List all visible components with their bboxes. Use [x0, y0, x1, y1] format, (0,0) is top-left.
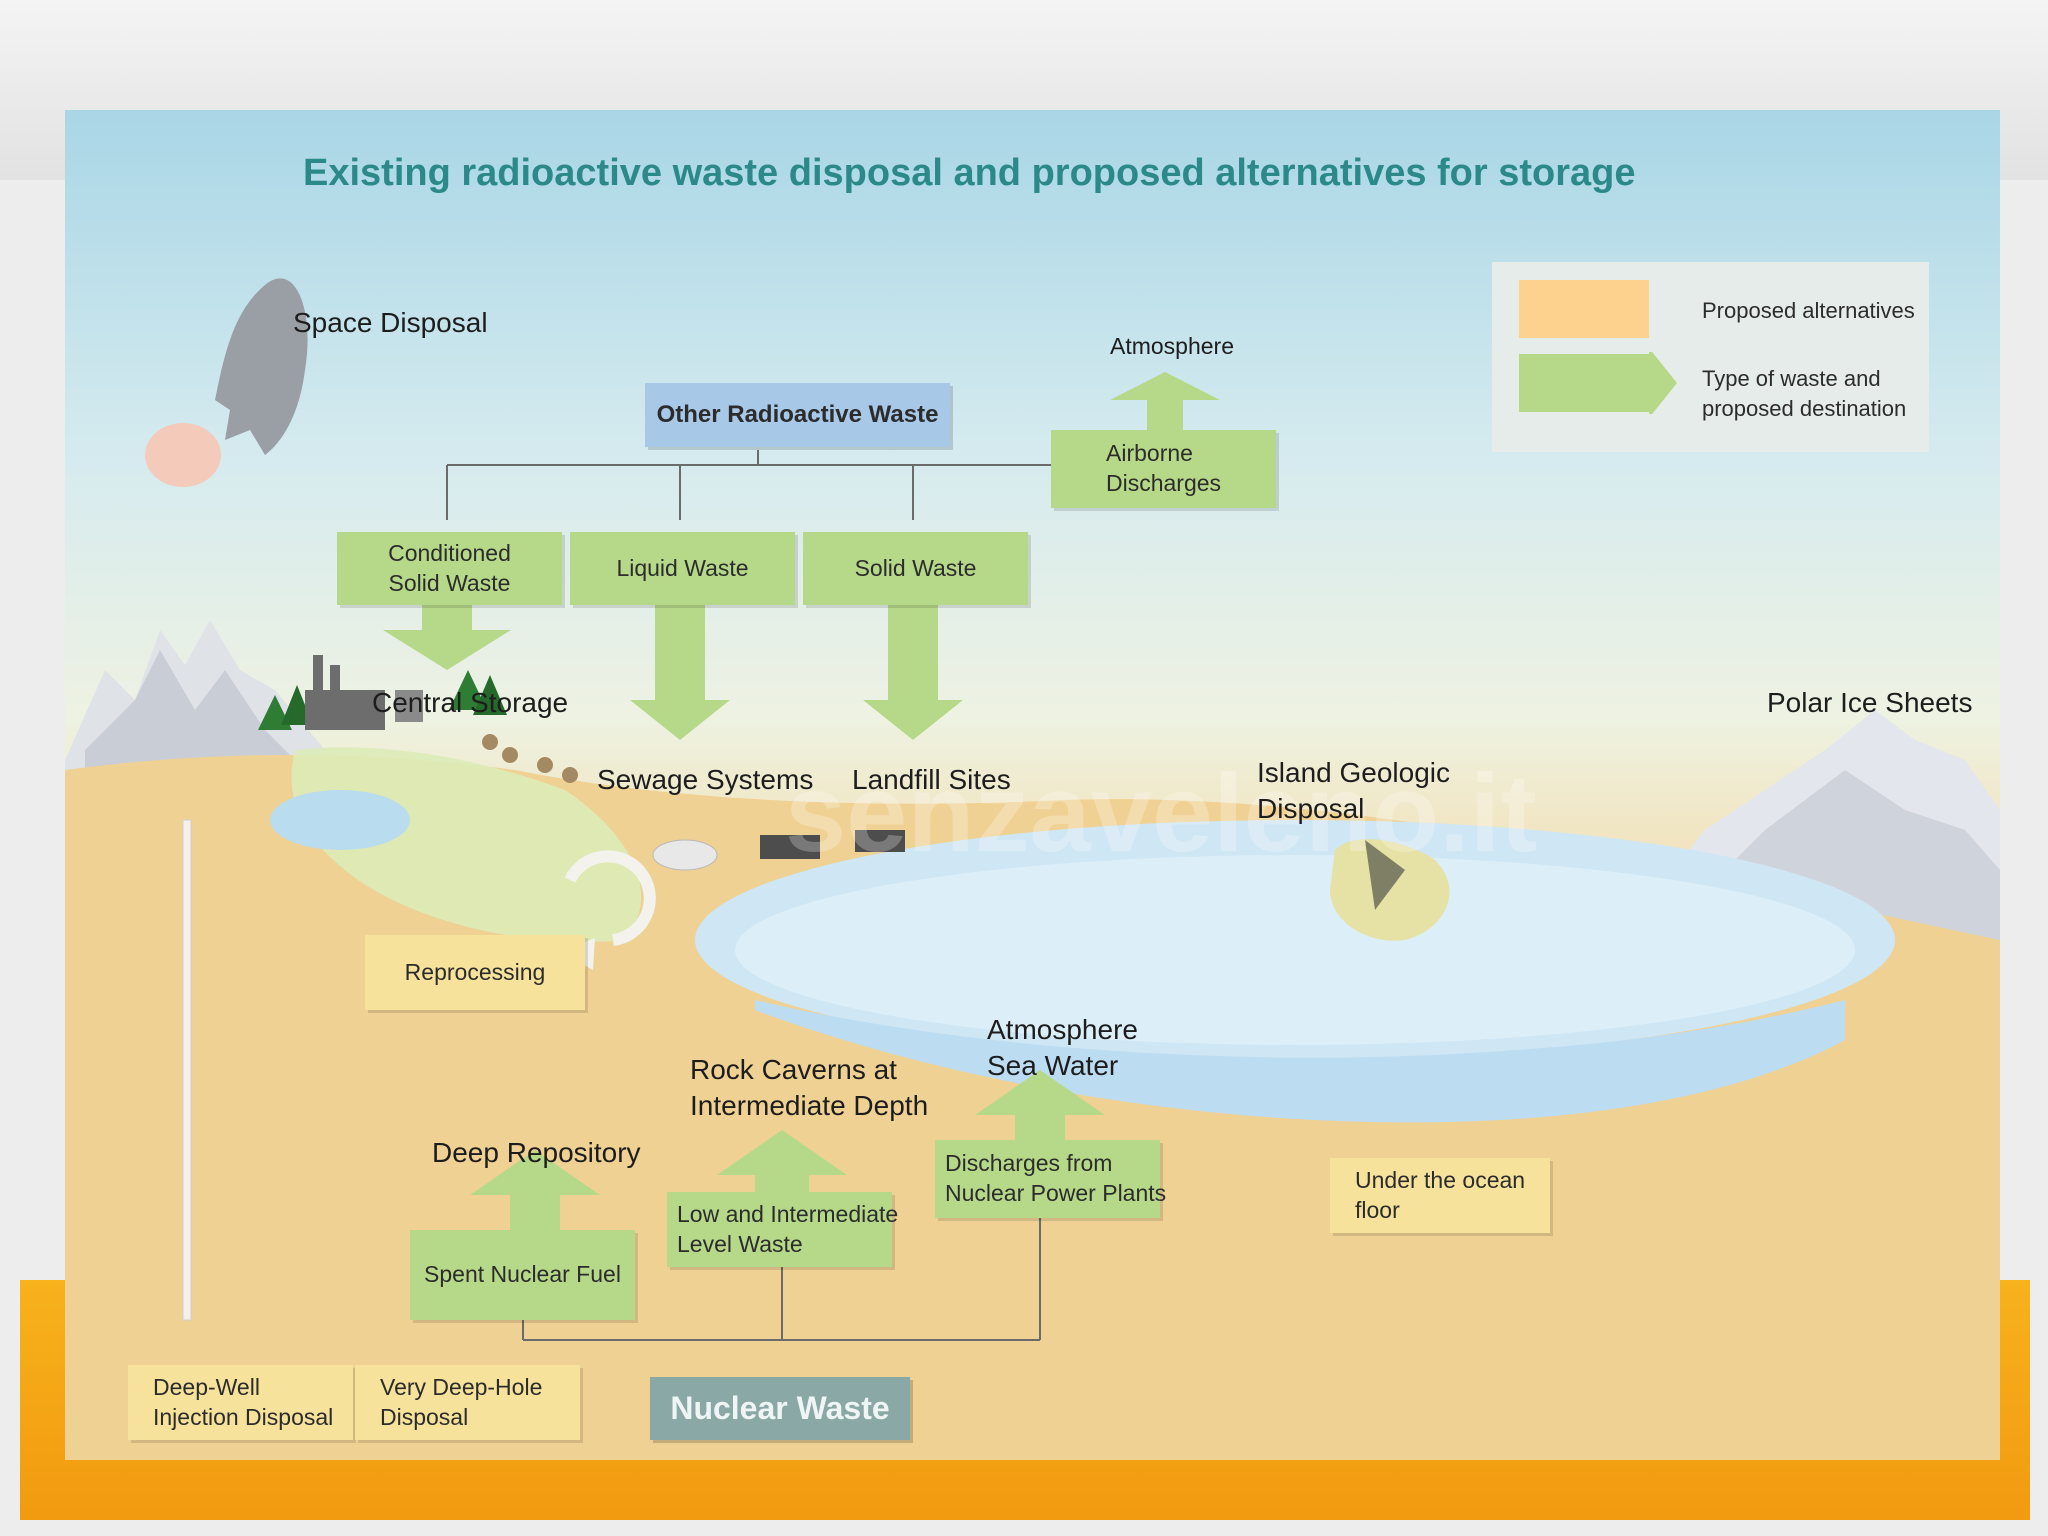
label-island-geologic-disposal: Island Geologic Disposal [1257, 755, 1450, 828]
label-polar-ice-sheets: Polar Ice Sheets [1767, 687, 1973, 718]
bottom-connectors [522, 1205, 1041, 1341]
seabed-water [755, 1000, 1845, 1123]
airborne-line1: Airborne [1106, 440, 1193, 467]
label-atmosphere-top: Atmosphere [1110, 333, 1235, 359]
airborne-line2: Discharges [1106, 470, 1222, 496]
tank-icon [652, 839, 718, 871]
label-atmosphere-sea-water: Atmosphere Sea Water [987, 1012, 1138, 1085]
atm-sea-line1: Atmosphere [987, 1014, 1138, 1045]
deep-hole-line2: Disposal [380, 1403, 469, 1430]
label-deep-repository: Deep Repository [432, 1137, 641, 1168]
island-line1: Island Geologic [1257, 757, 1451, 788]
arrow-airborne-up [1110, 372, 1220, 440]
low-line2: Level Waste [677, 1230, 803, 1257]
legend-proposed-swatch [1519, 280, 1649, 338]
rocket-icon [215, 278, 308, 455]
deep-well-line2: Injection Disposal [153, 1403, 334, 1430]
arrow-discharges-up [975, 1070, 1105, 1150]
legend: Proposed alternatives Type of waste and … [1492, 262, 1929, 452]
caverns-line1: Rock Caverns at [690, 1054, 897, 1085]
label-central-storage: Central Storage [372, 687, 569, 718]
conditioned-line1: Conditioned [388, 539, 511, 566]
box-conditioned-solid-waste: Conditioned Solid Waste [337, 532, 562, 605]
box-other-radioactive-waste: Other Radioactive Waste [645, 383, 950, 447]
ocean-line1: Under the ocean [1355, 1166, 1526, 1193]
ocean-line2: floor [1355, 1196, 1400, 1223]
lake [270, 790, 410, 850]
box-airborne-discharges: Airborne Discharges [1051, 430, 1276, 508]
rocket-flame-icon [145, 423, 221, 487]
barrels-icon [482, 734, 578, 783]
box-liquid-waste: Liquid Waste [570, 532, 795, 605]
box-spent-nuclear-fuel: Spent Nuclear Fuel [410, 1230, 635, 1320]
box-under-ocean-floor: Under the ocean floor [1330, 1158, 1550, 1233]
box-deep-well-injection: Deep-Well Injection Disposal [128, 1365, 353, 1440]
arrow-solid-down [863, 605, 963, 740]
label-sewage-systems: Sewage Systems [597, 764, 814, 795]
label-landfill-sites: Landfill Sites [852, 764, 1011, 795]
caverns-line2: Intermediate Depth [690, 1090, 929, 1122]
box-reprocessing: Reprocessing [365, 935, 585, 1010]
box-nuclear-waste: Nuclear Waste [650, 1377, 910, 1440]
green-arrows [383, 372, 1220, 1230]
legend-type-line1: Type of waste and [1702, 366, 1881, 391]
island-line2: Disposal [1257, 793, 1365, 825]
low-line1: Low and Intermediate [677, 1200, 899, 1227]
legend-type-label: Type of waste and proposed destination [1702, 364, 1906, 423]
box-discharges-nuclear-plants: Discharges from Nuclear Power Plants [935, 1140, 1166, 1218]
discharges-line2: Nuclear Power Plants [945, 1180, 1167, 1206]
factory-icon [305, 655, 423, 730]
top-connectors [446, 450, 1055, 520]
box-very-deep-hole: Very Deep-Hole Disposal [355, 1365, 580, 1440]
atm-sea-line2: Sea Water [987, 1050, 1119, 1082]
box-solid-waste: Solid Waste [803, 532, 1028, 605]
conditioned-line2: Solid Waste [388, 569, 511, 596]
box-low-intermediate-level-waste: Low and Intermediate Level Waste [667, 1192, 898, 1267]
discharges-line1: Discharges from [945, 1150, 1113, 1177]
trucks-icon [760, 830, 905, 859]
reprocessing-cycle-icon [564, 850, 656, 946]
arrow-spent-up [470, 1150, 600, 1230]
watermark: senzaveleno.it [785, 752, 1537, 875]
arrow-liquid-down [630, 605, 730, 740]
legend-type-line2: proposed destination [1702, 395, 1907, 421]
diagram-title: Existing radioactive waste disposal and … [303, 152, 1636, 194]
arrow-low-up [717, 1130, 847, 1210]
legend-type-arrow-icon [1519, 352, 1677, 414]
arrow-conditioned-down [383, 605, 511, 670]
diagram-frame: senzaveleno.it Existing radioactive wast… [65, 110, 2000, 1460]
deep-hole-line1: Very Deep-Hole [380, 1373, 543, 1400]
deep-well-line1: Deep-Well [153, 1373, 260, 1400]
label-rock-caverns: Rock Caverns at Intermediate Depth [690, 1052, 928, 1125]
label-space-disposal: Space Disposal [293, 307, 488, 338]
legend-proposed-label: Proposed alternatives [1702, 298, 1915, 323]
deep-well-pipe [182, 819, 192, 1321]
